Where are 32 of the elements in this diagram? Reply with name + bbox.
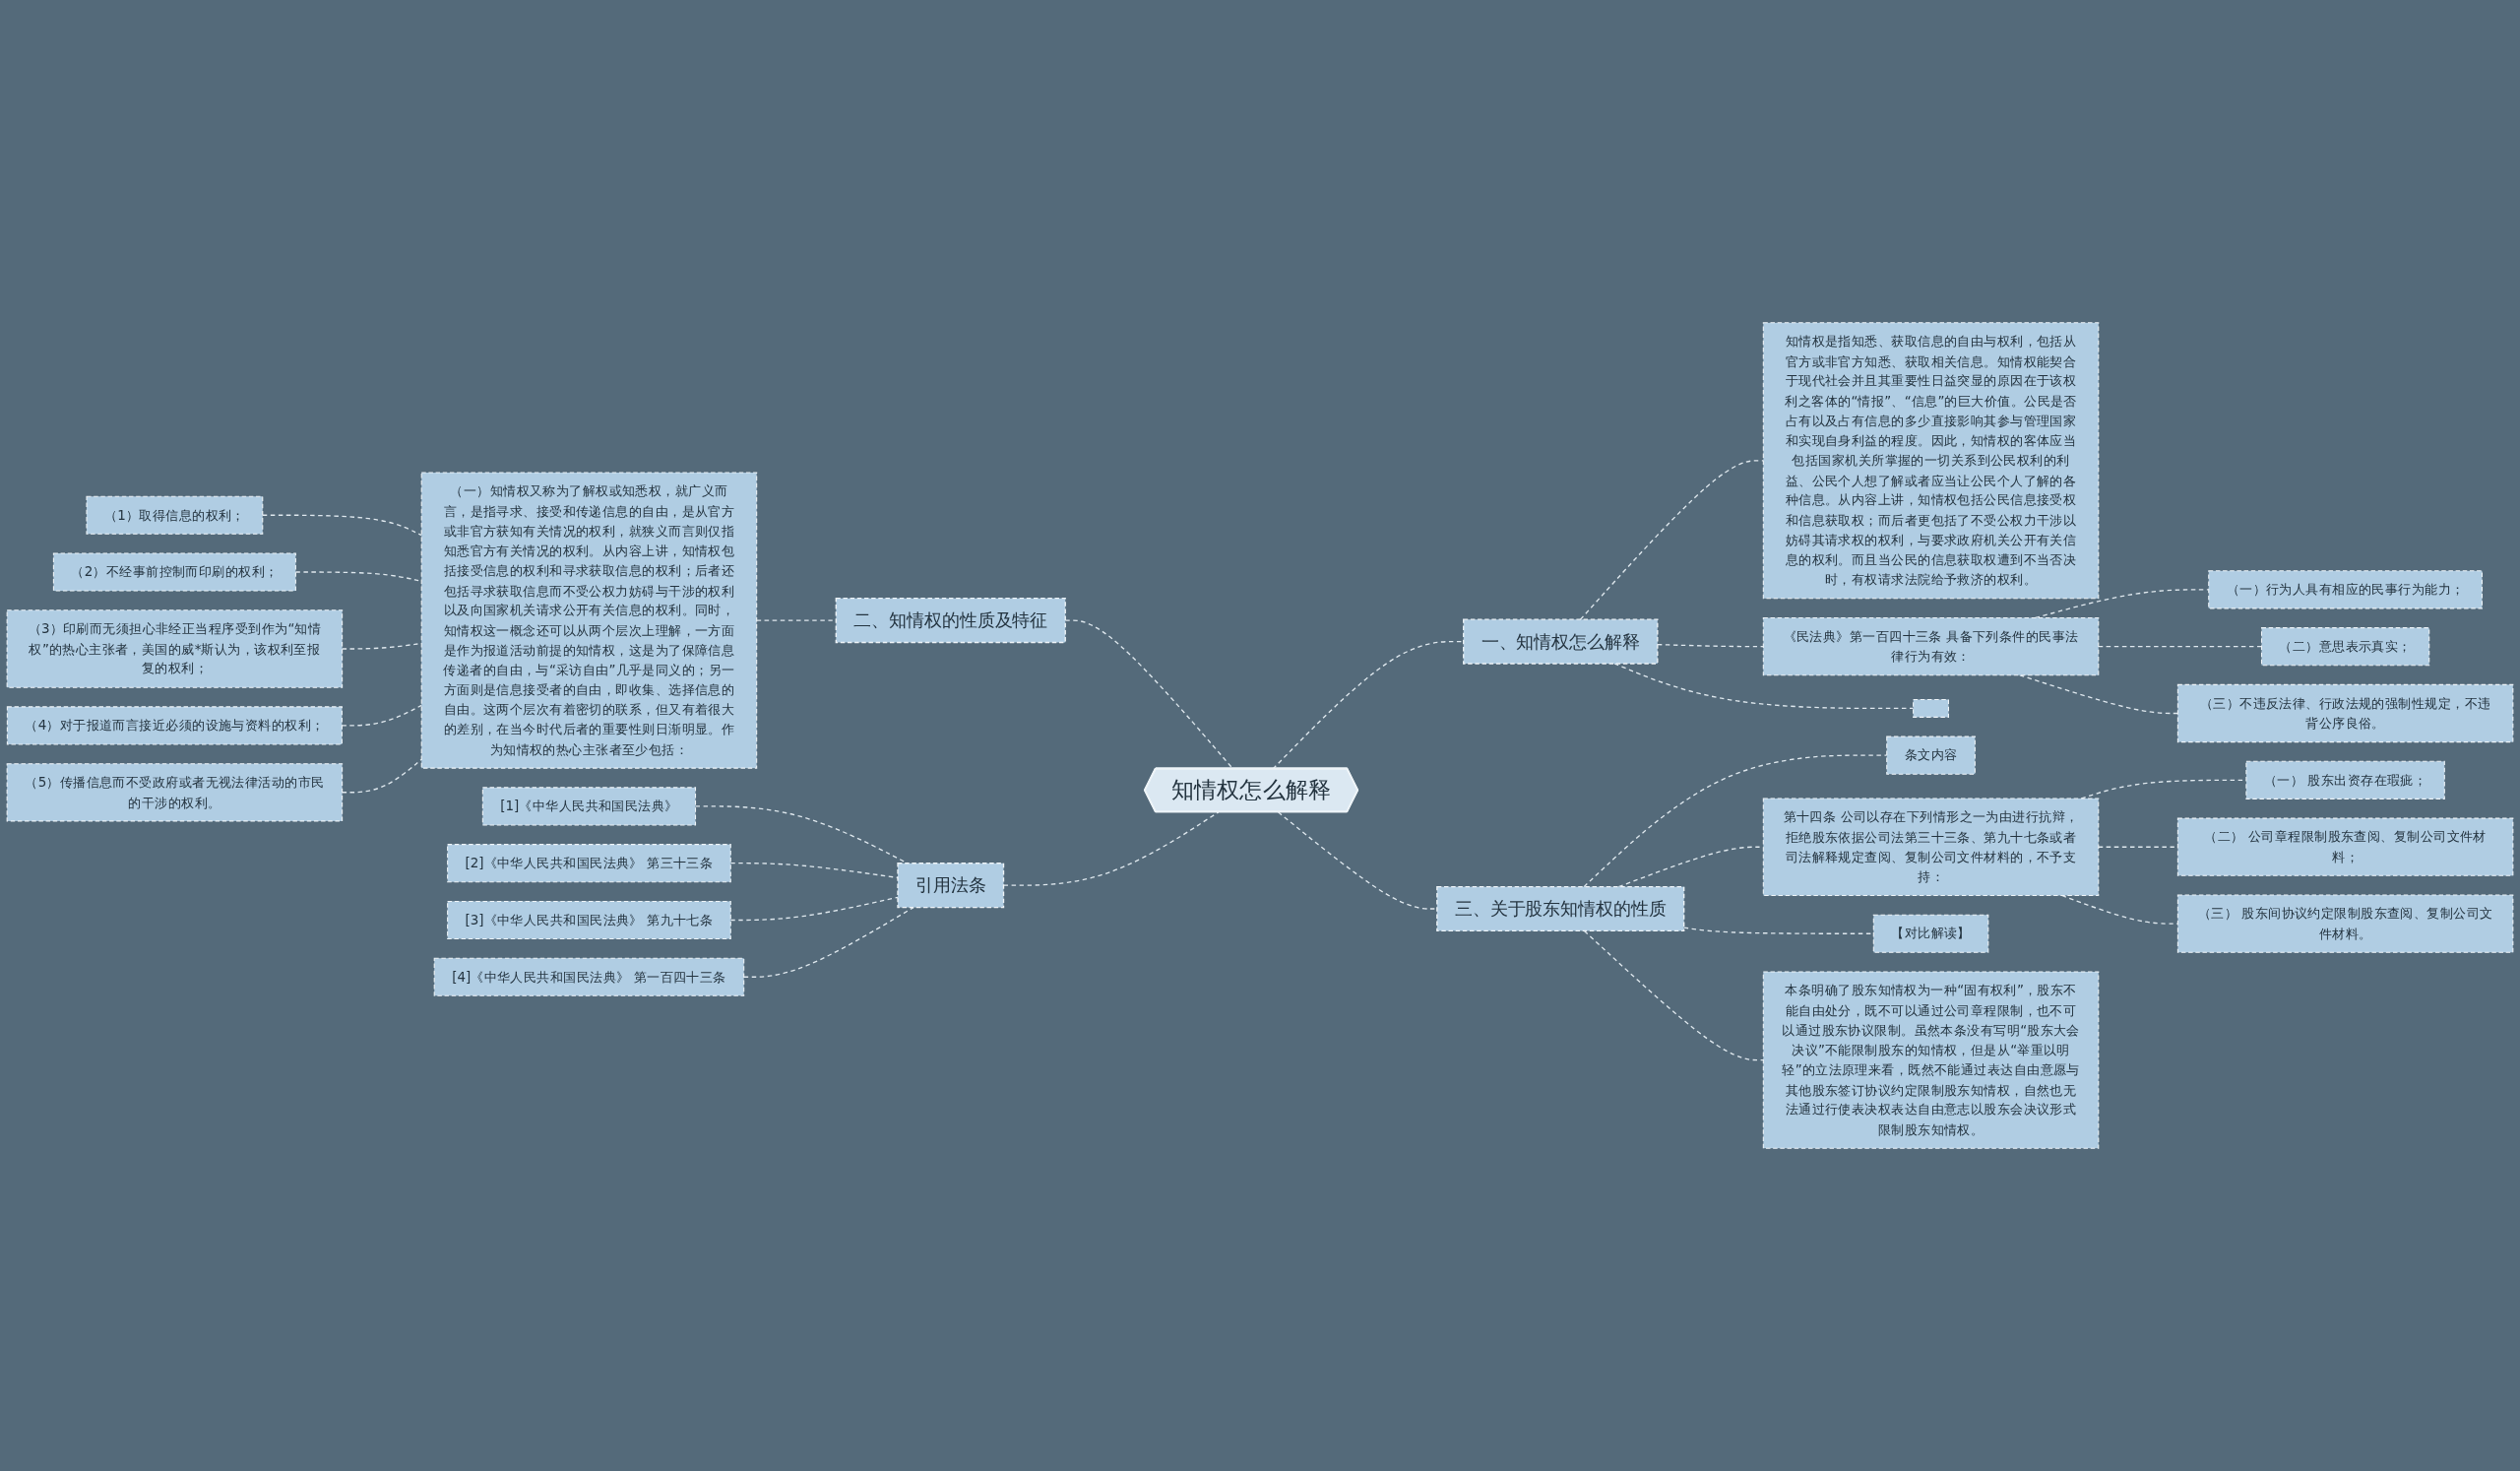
topic-box: 知情权是指知悉、获取信息的自由与权利，包括从官方或非官方知悉、获取相关信息。知情权能契合于现代社会并且其重要性日益突显的原因在于该权利之客体的“情报”、“信息”的巨大价值。公民是否占有以及占有信息的多少直接影响其参与管理国家和实现自身利益的程度。因此，知情权的客体应当包括国家机关所掌握的一切关系到公民权利的利益、公民个人想了解或者应当让公民个人了解的各种信息。从内容上讲，知情权包括公民信息接受权和信息获取权；而后者更包括了不受公权力干涉以妨碍其请求权的权利，与要求政府机关公开有关信息的权利。而且当公民的信息获取权遭到不当否决时，有权请求法院给予救济的权利。 [1762,322,2100,600]
topic-box: 一、知情权怎么解释 [1463,618,1659,665]
topic-box: （一） 股东出资存在瑕疵； [2245,760,2445,799]
connector [1657,643,1764,648]
topic-box: 二、知情权的性质及特征 [835,598,1066,644]
topic-box: 【对比解读】 [1872,914,1989,953]
topic-box: （二） 公司章程限制股东查阅、复制公司文件材料； [2176,817,2514,876]
topic-box: 引用法条 [897,863,1005,909]
topic-box: [3]《中华人民共和国民法典》 第九十七条 [447,900,731,940]
topic-box: （一）行为人具有相应的民事行为能力； [2208,570,2483,609]
topic-box: 本条明确了股东知情权为一种“固有权利”，股东不能自由处分，既不可以通过公司章程限制，也不可以通过股东协议限制。虽然本条没有写明“股东大会决议”不能限制股东的知情权，但是从“举重以明轻”的立法原理来看，既然不能通过表达自由意愿与其他股东签订协议约定限制股东知情权，自然也无法通过行使表决权表达自由意志以股东会决议形式限制股东知情权。 [1762,971,2100,1149]
topic-box: 第十四条 公司以存在下列情形之一为由进行抗辩，拒绝股东依据公司法第三十三条、第九十七条或者司法解释规定查阅、复制公司文件材料的，不予支持： [1762,798,2100,897]
topic-box: （5）传播信息而不受政府或者无视法律活动的市民的干涉的权利。 [6,763,344,822]
topic-box: [4]《中华人民共和国民法典》 第一百四十三条 [433,957,745,996]
topic-box: （1）取得信息的权利； [86,495,264,535]
topic-box: [2]《中华人民共和国民法典》 第三十三条 [447,844,731,883]
topic-box: （3）印刷而无须担心非经正当程序受到作为“知情权”的热心主张者，美国的威*斯认为，该权利至报复的权利； [6,609,344,688]
topic-box: （一）知情权又称为了解权或知悉权，就广义而言，是指寻求、接受和传递信息的自由，是从官方或非官方获知有关情况的权利，就狭义而言则仅指知悉官方有关情况的权利。从内容上讲，知情权包括接受信息的权利和寻求获取信息的权利；后者还包括寻求获取信息而不受公权力妨碍与干涉的权利以及向国家机关请求公开有关信息的权利。同时，知情权这一概念还可以从两个层次上理解，一方面是作为报道活动前提的知情权，这是为了保障信息传递者的自由，与“采访自由”几乎是同义的；另一方面则是信息接受者的自由，即收集、选择信息的自由。这两个层次有着密切的联系，但又有着很大的差别，在当今时代后者的重要性则日渐明显。作为知情权的热心主张者至少包括： [420,472,758,769]
topic-box: 《民法典》第一百四十三条 具备下列条件的民事法律行为有效： [1762,616,2100,676]
topic-box: 三、关于股东知情权的性质 [1436,885,1685,932]
topic-box: （2）不经事前控制而印刷的权利； [52,552,296,592]
topic-box: （4）对于报道而言接近必须的设施与资料的权利； [6,706,343,745]
topic-box: （三） 股东间协议约定限制股东查阅、复制公司文件材料。 [2176,894,2514,953]
topic-box: 知情权怎么解释 [1143,767,1359,813]
topic-box: [1]《中华人民共和国民法典》 [481,787,697,826]
connector [1583,929,1764,1061]
topic-box: （二）意思表示真实； [2260,627,2430,667]
topic-box: 条文内容 [1886,736,1976,775]
connector [262,514,422,537]
topic-box: （三）不违反法律、行政法规的强制性规定，不违背公序良俗。 [2176,683,2514,743]
connector [743,906,914,978]
topic-box [1913,698,1949,718]
